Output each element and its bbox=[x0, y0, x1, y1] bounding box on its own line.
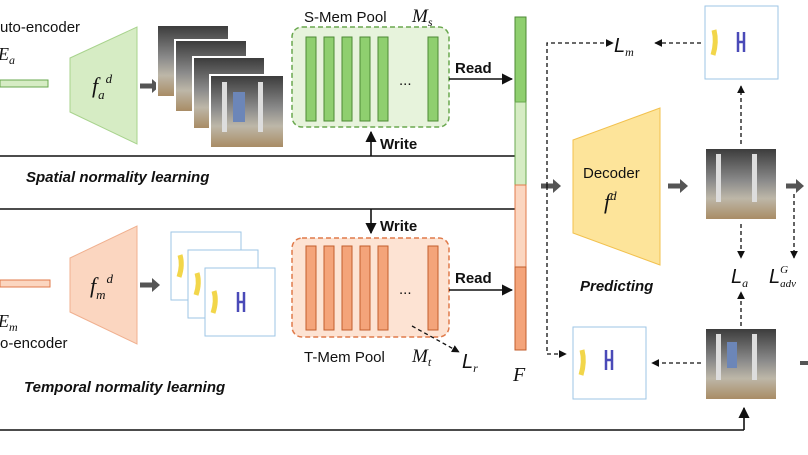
s-mem-label: S-Mem Pool bbox=[304, 9, 387, 26]
loss-a-label: La bbox=[731, 266, 748, 290]
predicted-frame bbox=[704, 147, 778, 221]
temporal-encoder-trapezoid bbox=[69, 225, 138, 345]
feature-column-F bbox=[514, 16, 527, 351]
temporal-learning-label: Temporal normality learning bbox=[24, 379, 225, 396]
arrow-head-out-top bbox=[796, 179, 804, 193]
top-left-input bbox=[0, 79, 49, 88]
loss-r-label: Lr bbox=[462, 351, 478, 375]
top-left-label: uto-encoder bbox=[0, 19, 80, 36]
spatial-encoder-trapezoid bbox=[69, 26, 138, 145]
t-mem-slots bbox=[305, 245, 439, 331]
ground-truth-frame bbox=[704, 327, 778, 401]
arrow-head-decoder bbox=[553, 179, 561, 193]
input-frames-top bbox=[156, 24, 285, 149]
predicted-flow-top bbox=[704, 5, 779, 80]
bottom-left-math: Em bbox=[0, 311, 18, 334]
dash-to-loss-m bbox=[546, 39, 614, 186]
arrow-head-frames-bottom bbox=[152, 278, 160, 292]
predicting-label: Predicting bbox=[580, 278, 653, 295]
t-mem-math: Mt bbox=[411, 346, 432, 369]
decoder-math: fd bbox=[604, 188, 617, 214]
t-mem-label: T-Mem Pool bbox=[304, 349, 385, 366]
loss-r-arrow bbox=[411, 325, 460, 353]
predicted-flow-bottom bbox=[572, 326, 647, 400]
read-label-top: Read bbox=[455, 60, 492, 77]
s-mem-slots bbox=[305, 36, 439, 122]
s-mem-dots: ... bbox=[399, 72, 412, 89]
spatial-encoder-label: fad bbox=[92, 71, 113, 102]
bottom-left-label: o-encoder bbox=[0, 335, 68, 352]
t-mem-dots: ... bbox=[399, 281, 412, 298]
top-left-math: Ea bbox=[0, 44, 15, 67]
arrow-head-predicted bbox=[680, 179, 688, 193]
feature-F-label: F bbox=[512, 364, 526, 386]
spatial-learning-label: Spatial normality learning bbox=[26, 169, 209, 186]
s-mem-math: Ms bbox=[411, 6, 433, 29]
temporal-encoder-label: fmd bbox=[90, 271, 114, 302]
read-label-bottom: Read bbox=[455, 270, 492, 287]
dash-to-flow-out bbox=[546, 186, 567, 358]
decoder-trapezoid bbox=[572, 107, 661, 266]
write-label-top: Write bbox=[380, 136, 417, 153]
bottom-left-input bbox=[0, 279, 51, 288]
decoder-label: Decoder bbox=[583, 165, 640, 182]
input-flows-bottom bbox=[170, 231, 276, 337]
loss-m-label: Lm bbox=[614, 35, 634, 59]
write-label-bottom: Write bbox=[380, 218, 417, 235]
